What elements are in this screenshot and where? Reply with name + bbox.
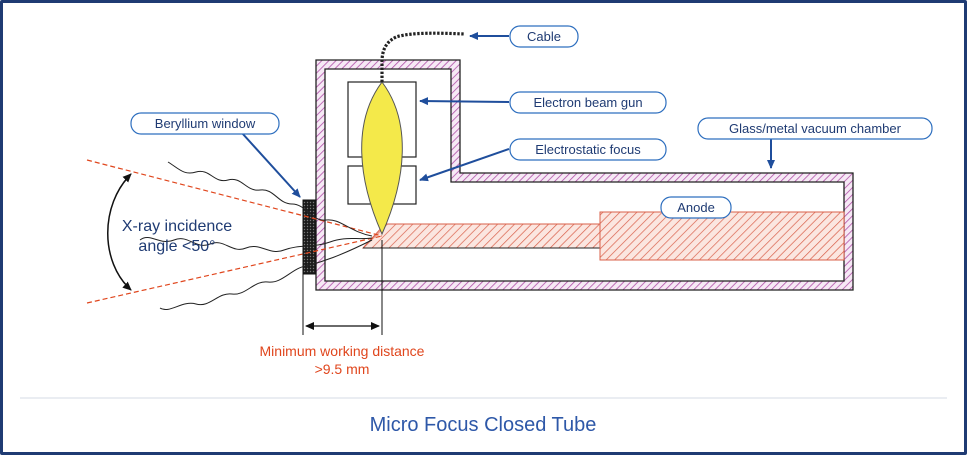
- beryllium-window-callout: Beryllium window: [130, 112, 280, 135]
- cable-label: Cable: [527, 29, 561, 44]
- diagram-caption: Micro Focus Closed Tube: [370, 414, 597, 436]
- anode: [361, 211, 845, 261]
- cable: [380, 31, 466, 82]
- anode-label: Anode: [677, 200, 715, 215]
- xray-cone: [86, 159, 383, 304]
- xray-waves: [139, 161, 373, 310]
- anode-callout: Anode: [660, 196, 732, 219]
- xray-angle-line1: X-ray incidence: [122, 218, 232, 235]
- callout-arrows: [241, 32, 775, 198]
- beryllium-window: [302, 199, 317, 275]
- vacuum-chamber-label: Glass/metal vacuum chamber: [729, 121, 902, 136]
- electron-beam: [361, 81, 403, 236]
- working-distance-dimension: [302, 240, 383, 335]
- angle-arrow: [107, 173, 132, 291]
- electron-beam-gun-label: Electron beam gun: [533, 95, 642, 110]
- vacuum-chamber: [315, 59, 854, 291]
- electrostatic-focus-label: Electrostatic focus: [535, 142, 641, 157]
- electrostatic-focus-callout: Electrostatic focus: [509, 138, 667, 161]
- working-distance-line2: >9.5 mm: [315, 361, 370, 377]
- cable-callout: Cable: [509, 25, 579, 48]
- xray-angle-line2: angle <50°: [138, 238, 215, 255]
- working-distance-line1: Minimum working distance: [260, 343, 425, 359]
- beryllium-window-label: Beryllium window: [155, 116, 256, 131]
- electron-beam-gun-callout: Electron beam gun: [509, 91, 667, 114]
- vacuum-chamber-callout: Glass/metal vacuum chamber: [697, 117, 933, 140]
